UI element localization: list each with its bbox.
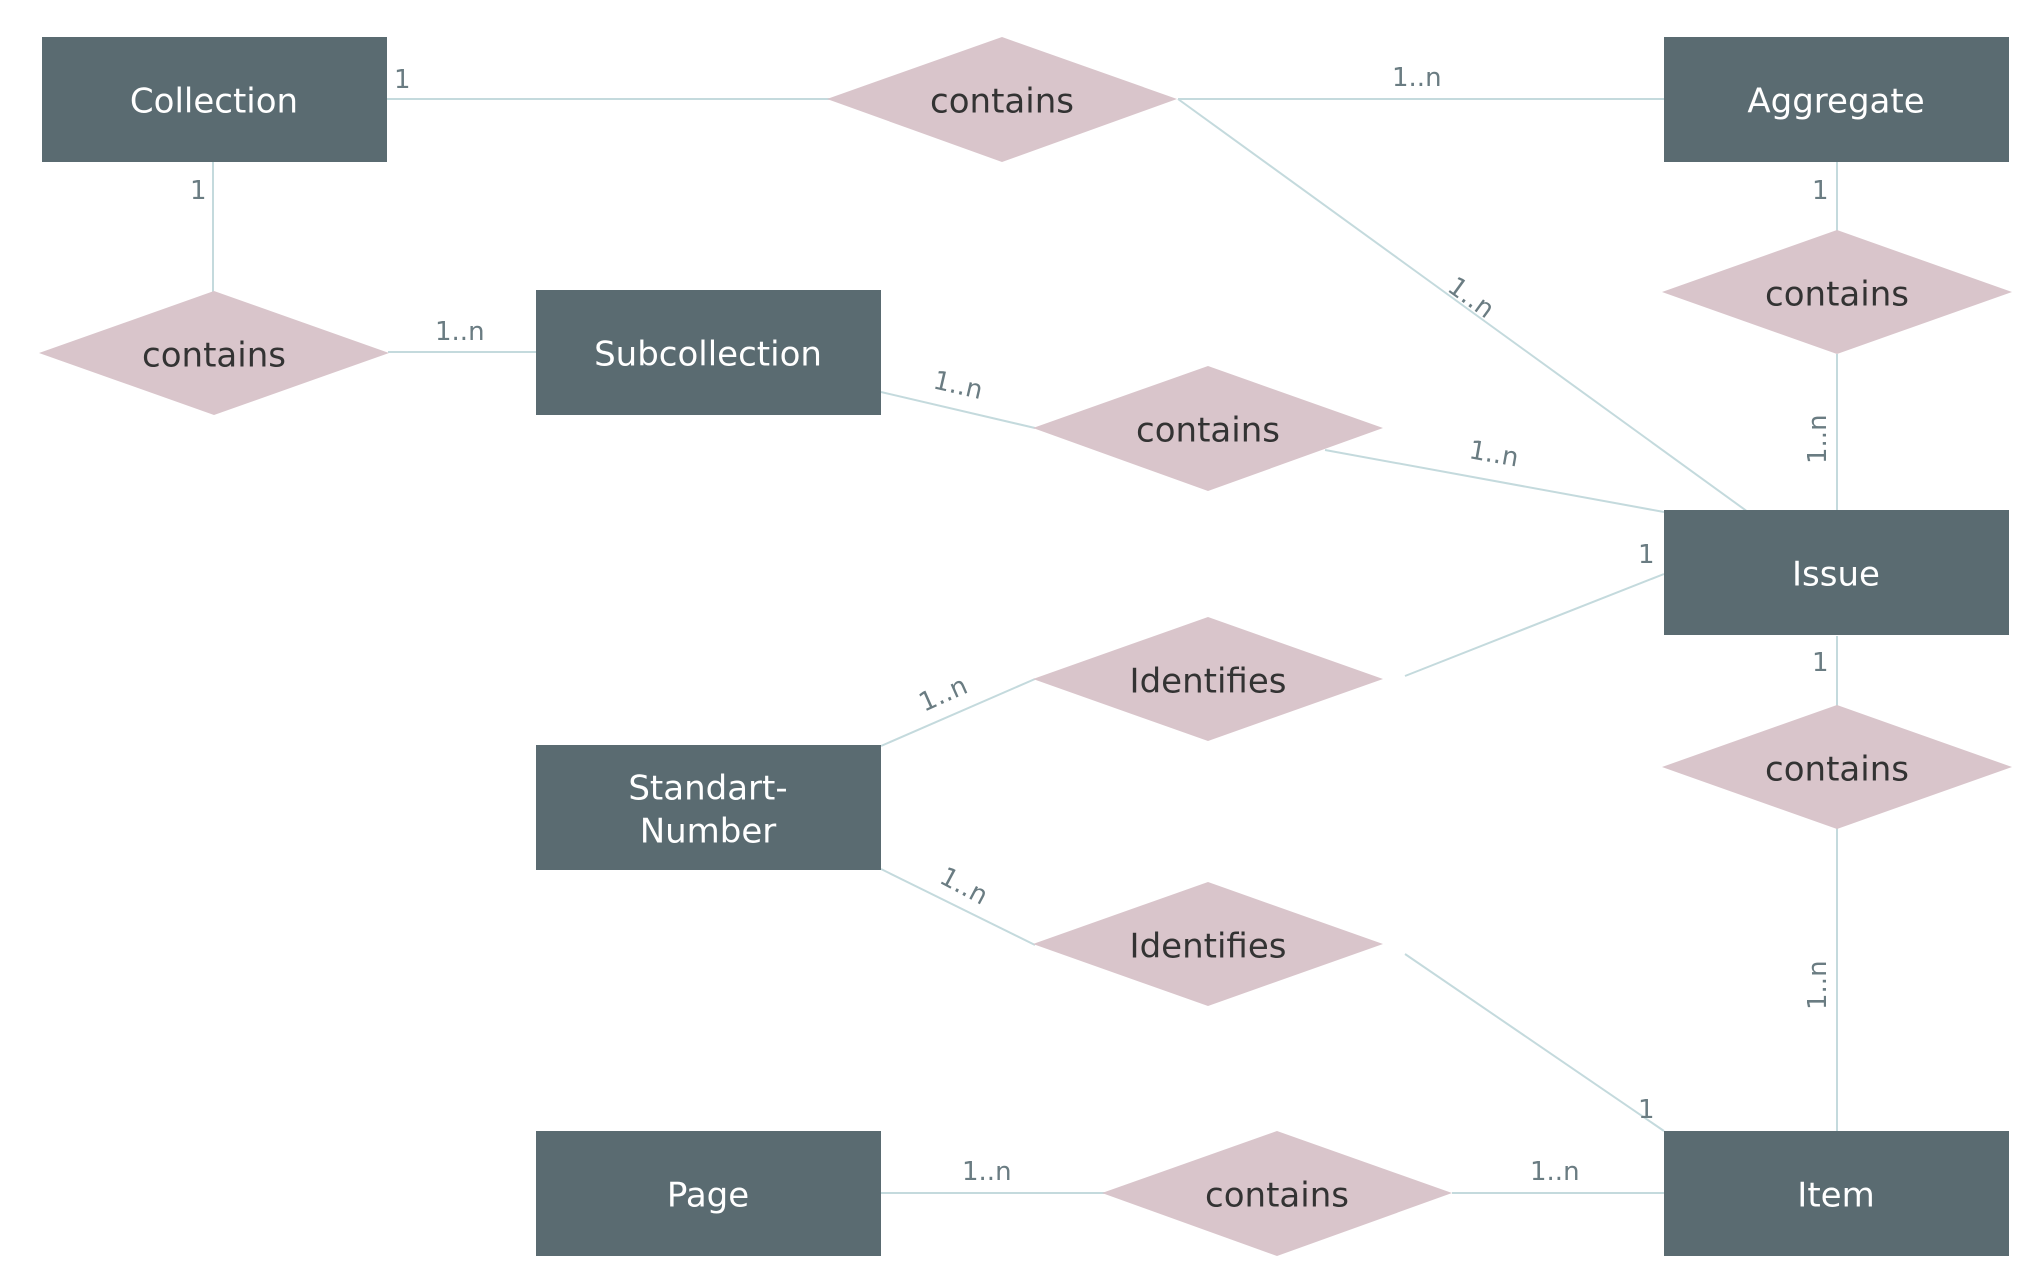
relationship-label: contains <box>1205 1176 1349 1216</box>
cardinality-label: 1 <box>1812 648 1829 678</box>
relationship-standart-item[interactable]: Identifies <box>1033 882 1383 1006</box>
relationship-diamond <box>1102 1131 1452 1256</box>
entity-box <box>536 290 881 415</box>
entity-label: Item <box>1797 1176 1874 1216</box>
relationship-label: contains <box>1765 275 1909 315</box>
cardinality-label: 1 <box>1638 1095 1655 1125</box>
entity-label: Aggregate <box>1747 82 1924 122</box>
cardinality-label: 1 <box>1638 540 1655 570</box>
relationship-label: contains <box>142 336 286 376</box>
cardinality-label: 1..n <box>1442 271 1500 324</box>
relationship-diamond <box>1662 705 2012 829</box>
relationship-diamond <box>1033 366 1383 491</box>
entity-box <box>536 1131 881 1256</box>
relationship-diamond <box>39 291 389 415</box>
cardinality-label: 1..n <box>935 862 993 912</box>
cardinality-label: 1..n <box>930 366 985 406</box>
entity-label-line1: Standart- <box>628 769 787 809</box>
connector-standart-identifies <box>880 868 1036 946</box>
relationship-collection-subcollection[interactable]: contains <box>39 291 389 415</box>
connector-contains-issue <box>1324 449 1665 513</box>
entity-item[interactable]: Item <box>1664 1131 2009 1256</box>
entity-issue[interactable]: Issue <box>1664 510 2009 635</box>
cardinality-label: 1..n <box>915 671 972 719</box>
entity-collection[interactable]: Collection <box>42 37 387 162</box>
entity-box <box>1664 37 2009 162</box>
connector-issue-identifies <box>1404 573 1665 677</box>
relationship-diamond <box>1033 617 1383 741</box>
entity-label: Collection <box>130 82 298 122</box>
entity-box <box>1664 510 2009 635</box>
entity-label-line2: Number <box>640 812 777 852</box>
relationship-page-item[interactable]: contains <box>1102 1131 1452 1256</box>
entity-box <box>1664 1131 2009 1256</box>
entity-box <box>42 37 387 162</box>
relationship-diamond <box>827 37 1177 162</box>
cardinality-label: 1..n <box>1530 1157 1580 1187</box>
entity-label: Page <box>667 1176 749 1216</box>
relationship-label: contains <box>1136 411 1280 451</box>
cardinality-label: 1..n <box>1392 63 1442 93</box>
cardinality-label: 1..n <box>1803 414 1833 464</box>
relationship-diamond <box>1662 230 2012 354</box>
relationship-issue-item[interactable]: contains <box>1662 705 2012 829</box>
entity-aggregate[interactable]: Aggregate <box>1664 37 2009 162</box>
cardinality-label: 1..n <box>1803 960 1833 1010</box>
connectors <box>212 98 1838 1194</box>
cardinality-label: 1 <box>1812 176 1829 206</box>
cardinality-label: 1..n <box>962 1157 1012 1187</box>
entity-label: Issue <box>1792 555 1880 595</box>
connector-identifies-standart <box>880 678 1036 747</box>
relationship-subcollection-issue[interactable]: contains <box>1033 366 1383 491</box>
cardinality-label: 1..n <box>435 317 485 347</box>
relationship-label: contains <box>930 82 1074 122</box>
relationship-label: Identifies <box>1130 662 1287 702</box>
entity-standart-number[interactable]: Standart- Number <box>536 745 881 870</box>
cardinality-label: 1 <box>394 65 411 95</box>
connector-identifies-item <box>1404 953 1665 1132</box>
relationship-issue-standart[interactable]: Identifies <box>1033 617 1383 741</box>
entity-box <box>536 745 881 870</box>
relationship-diamond <box>1033 882 1383 1006</box>
entity-label: Subcollection <box>594 335 822 375</box>
cardinality-label: 1..n <box>1467 435 1521 473</box>
entity-subcollection[interactable]: Subcollection <box>536 290 881 415</box>
relationship-aggregate-issue[interactable]: contains <box>1662 230 2012 354</box>
connector-subcollection-contains <box>880 391 1036 429</box>
cardinality-labels: 1 1..n 1..n 1 1..n 1 1..n 1..n 1..n 1 1.… <box>190 63 1833 1187</box>
relationship-collection-aggregate[interactable]: contains <box>827 37 1177 162</box>
entity-page[interactable]: Page <box>536 1131 881 1256</box>
relationship-label: Identifies <box>1130 927 1287 967</box>
cardinality-label: 1 <box>190 176 207 206</box>
connector-contains-issue-diagonal <box>1177 98 1749 513</box>
relationship-label: contains <box>1765 750 1909 790</box>
